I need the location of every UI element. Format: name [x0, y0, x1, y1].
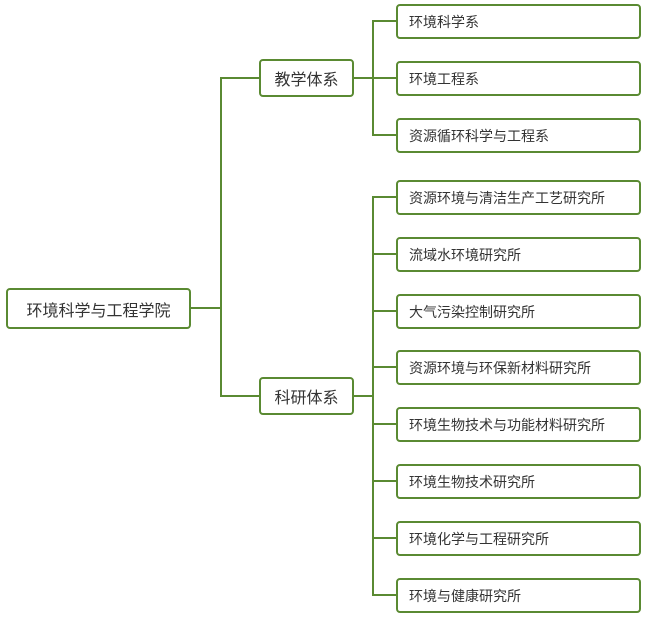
leaf-node: 流域水环境研究所 — [396, 237, 641, 272]
leaf-node: 环境与健康研究所 — [396, 578, 641, 613]
leaf-node: 环境生物技术与功能材料研究所 — [396, 407, 641, 442]
leaf-node-label: 环境化学与工程研究所 — [409, 531, 549, 548]
root-node: 环境科学与工程学院 — [6, 288, 191, 329]
leaf-node-label: 环境生物技术与功能材料研究所 — [409, 417, 605, 434]
leaf-node: 资源环境与清洁生产工艺研究所 — [396, 180, 641, 215]
leaf-node: 环境科学系 — [396, 4, 641, 39]
leaf-node-label: 资源环境与清洁生产工艺研究所 — [409, 190, 605, 207]
leaf-node: 环境工程系 — [396, 61, 641, 96]
leaf-node: 资源环境与环保新材料研究所 — [396, 350, 641, 385]
branch-node-research: 科研体系 — [259, 377, 354, 415]
leaf-node: 环境生物技术研究所 — [396, 464, 641, 499]
leaf-node-label: 环境与健康研究所 — [409, 588, 521, 605]
leaf-node-label: 资源环境与环保新材料研究所 — [409, 360, 591, 377]
branch-node-label: 科研体系 — [274, 388, 339, 407]
leaf-node-label: 资源循环科学与工程系 — [409, 128, 549, 145]
branch-node-teaching: 教学体系 — [259, 59, 354, 97]
root-node-label: 环境科学与工程学院 — [26, 300, 171, 320]
leaf-node-label: 流域水环境研究所 — [409, 247, 521, 264]
branch-node-label: 教学体系 — [274, 70, 339, 89]
leaf-node: 资源循环科学与工程系 — [396, 118, 641, 153]
leaf-node-label: 环境生物技术研究所 — [409, 474, 535, 491]
leaf-node-label: 环境工程系 — [409, 71, 479, 88]
leaf-node: 环境化学与工程研究所 — [396, 521, 641, 556]
leaf-node-label: 大气污染控制研究所 — [409, 304, 535, 321]
leaf-node: 大气污染控制研究所 — [396, 294, 641, 329]
leaf-node-label: 环境科学系 — [409, 14, 479, 31]
